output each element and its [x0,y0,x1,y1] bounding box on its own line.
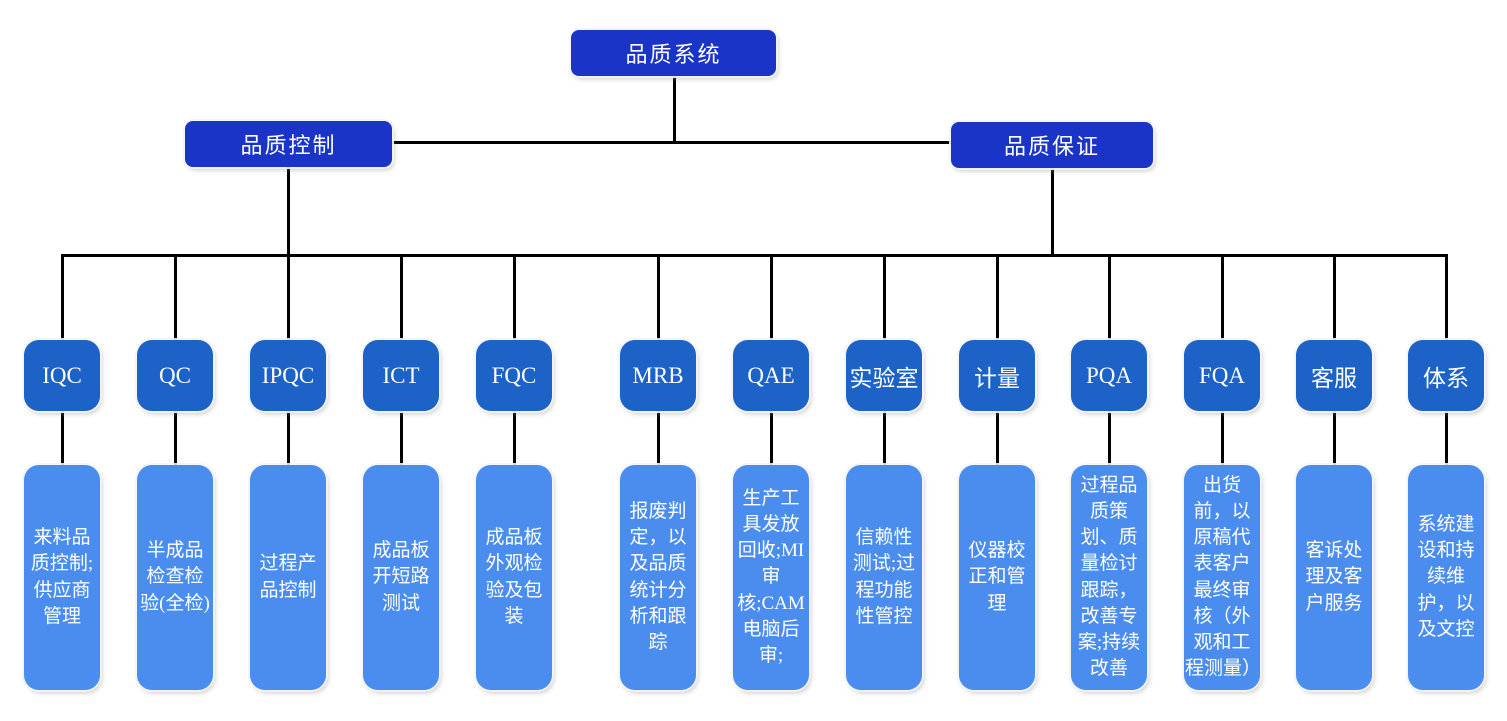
connector-line-vertical [995,254,999,340]
connector-line-vertical [672,76,676,144]
department-description-9: 过程品质策划、质量检讨跟踪，改善专案;持续改善 [1071,465,1147,690]
department-description-2: 过程产品控制 [250,465,326,690]
department-node-0: IQC [24,340,100,411]
connector-line-vertical [173,411,177,465]
department-description-text-9: 过程品质策划、质量检讨跟踪，改善专案;持续改善 [1077,474,1141,680]
root-node-quality-system: 品质系统 [571,30,776,76]
department-node-2: IPQC [250,340,326,411]
department-description-text-6: 生产工具发放回收;MI审核;CAM电脑后审; [737,487,805,667]
department-description-12: 系统建设和持续维护，以及文控 [1408,465,1484,690]
department-description-text-4: 成品板外观检验及包装 [485,527,543,627]
connector-line-vertical [656,254,660,340]
department-node-5: MRB [620,340,696,411]
connector-line-vertical [769,411,773,465]
connector-line-vertical [1332,411,1336,465]
connector-line-vertical [1332,254,1336,340]
department-node-12: 体系 [1408,340,1484,411]
department-description-5: 报废判定，以及品质统计分析和跟踪 [620,465,696,690]
department-node-4: FQC [476,340,552,411]
branch-node-quality-assurance: 品质保证 [951,122,1153,168]
connector-line-vertical [882,254,886,340]
branch-node-quality-control: 品质控制 [185,121,392,167]
connector-line-vertical [656,411,660,465]
department-description-4: 成品板外观检验及包装 [476,465,552,690]
connector-line-vertical [399,254,403,340]
department-description-0: 来料品质控制;供应商管理 [24,465,100,690]
department-description-text-2: 过程产品控制 [259,553,317,601]
connector-line-vertical [769,254,773,340]
connector-line-horizontal [61,254,1447,257]
department-description-3: 成品板开短路测试 [363,465,439,690]
department-node-8: 计量 [959,340,1035,411]
department-description-10: 出货前，以原稿代表客户最终审核（外观和工程测量） [1184,465,1262,690]
department-description-11: 客诉处理及客户服务 [1296,465,1372,690]
connector-line-vertical [1220,254,1224,340]
department-node-1: QC [137,340,213,411]
department-node-6: QAE [733,340,809,411]
connector-line-vertical [286,411,290,465]
department-node-11: 客服 [1296,340,1372,411]
department-node-10: FQA [1184,340,1260,411]
department-description-text-11: 客诉处理及客户服务 [1305,540,1363,614]
department-description-text-10: 出货前，以原稿代表客户最终审核（外观和工程测量） [1185,474,1262,680]
connector-line-vertical [60,254,64,340]
connector-line-vertical [173,254,177,340]
department-description-8: 仪器校正和管理 [959,465,1035,690]
connector-line-vertical [512,254,516,340]
department-description-text-5: 报废判定，以及品质统计分析和跟踪 [629,500,687,653]
department-description-7: 信赖性测试;过程功能性管控 [846,465,922,690]
department-description-1: 半成品检查检验(全检) [137,465,213,690]
connector-line-vertical [1107,254,1111,340]
department-node-9: PQA [1071,340,1147,411]
connector-line-vertical [1050,168,1054,254]
department-description-text-3: 成品板开短路测试 [372,540,430,614]
department-node-3: ICT [363,340,439,411]
connector-line-vertical [1220,411,1224,465]
connector-line-vertical [995,411,999,465]
department-description-text-0: 来料品质控制;供应商管理 [30,527,94,627]
connector-line-vertical [1107,411,1111,465]
department-description-text-1: 半成品检查检验(全检) [140,540,210,614]
department-description-text-8: 仪器校正和管理 [968,540,1026,614]
connector-line-horizontal [392,141,951,144]
connector-line-vertical [1444,254,1448,340]
department-node-7: 实验室 [846,340,922,411]
connector-line-vertical [1444,411,1448,465]
connector-line-vertical [882,411,886,465]
connector-line-vertical [399,411,403,465]
department-description-text-7: 信赖性测试;过程功能性管控 [852,527,916,627]
department-description-text-12: 系统建设和持续维护，以及文控 [1417,513,1475,640]
connector-line-vertical [60,411,64,465]
connector-line-vertical [286,167,290,254]
connector-line-vertical [286,254,290,340]
connector-line-vertical [512,411,516,465]
department-description-6: 生产工具发放回收;MI审核;CAM电脑后审; [733,465,809,690]
